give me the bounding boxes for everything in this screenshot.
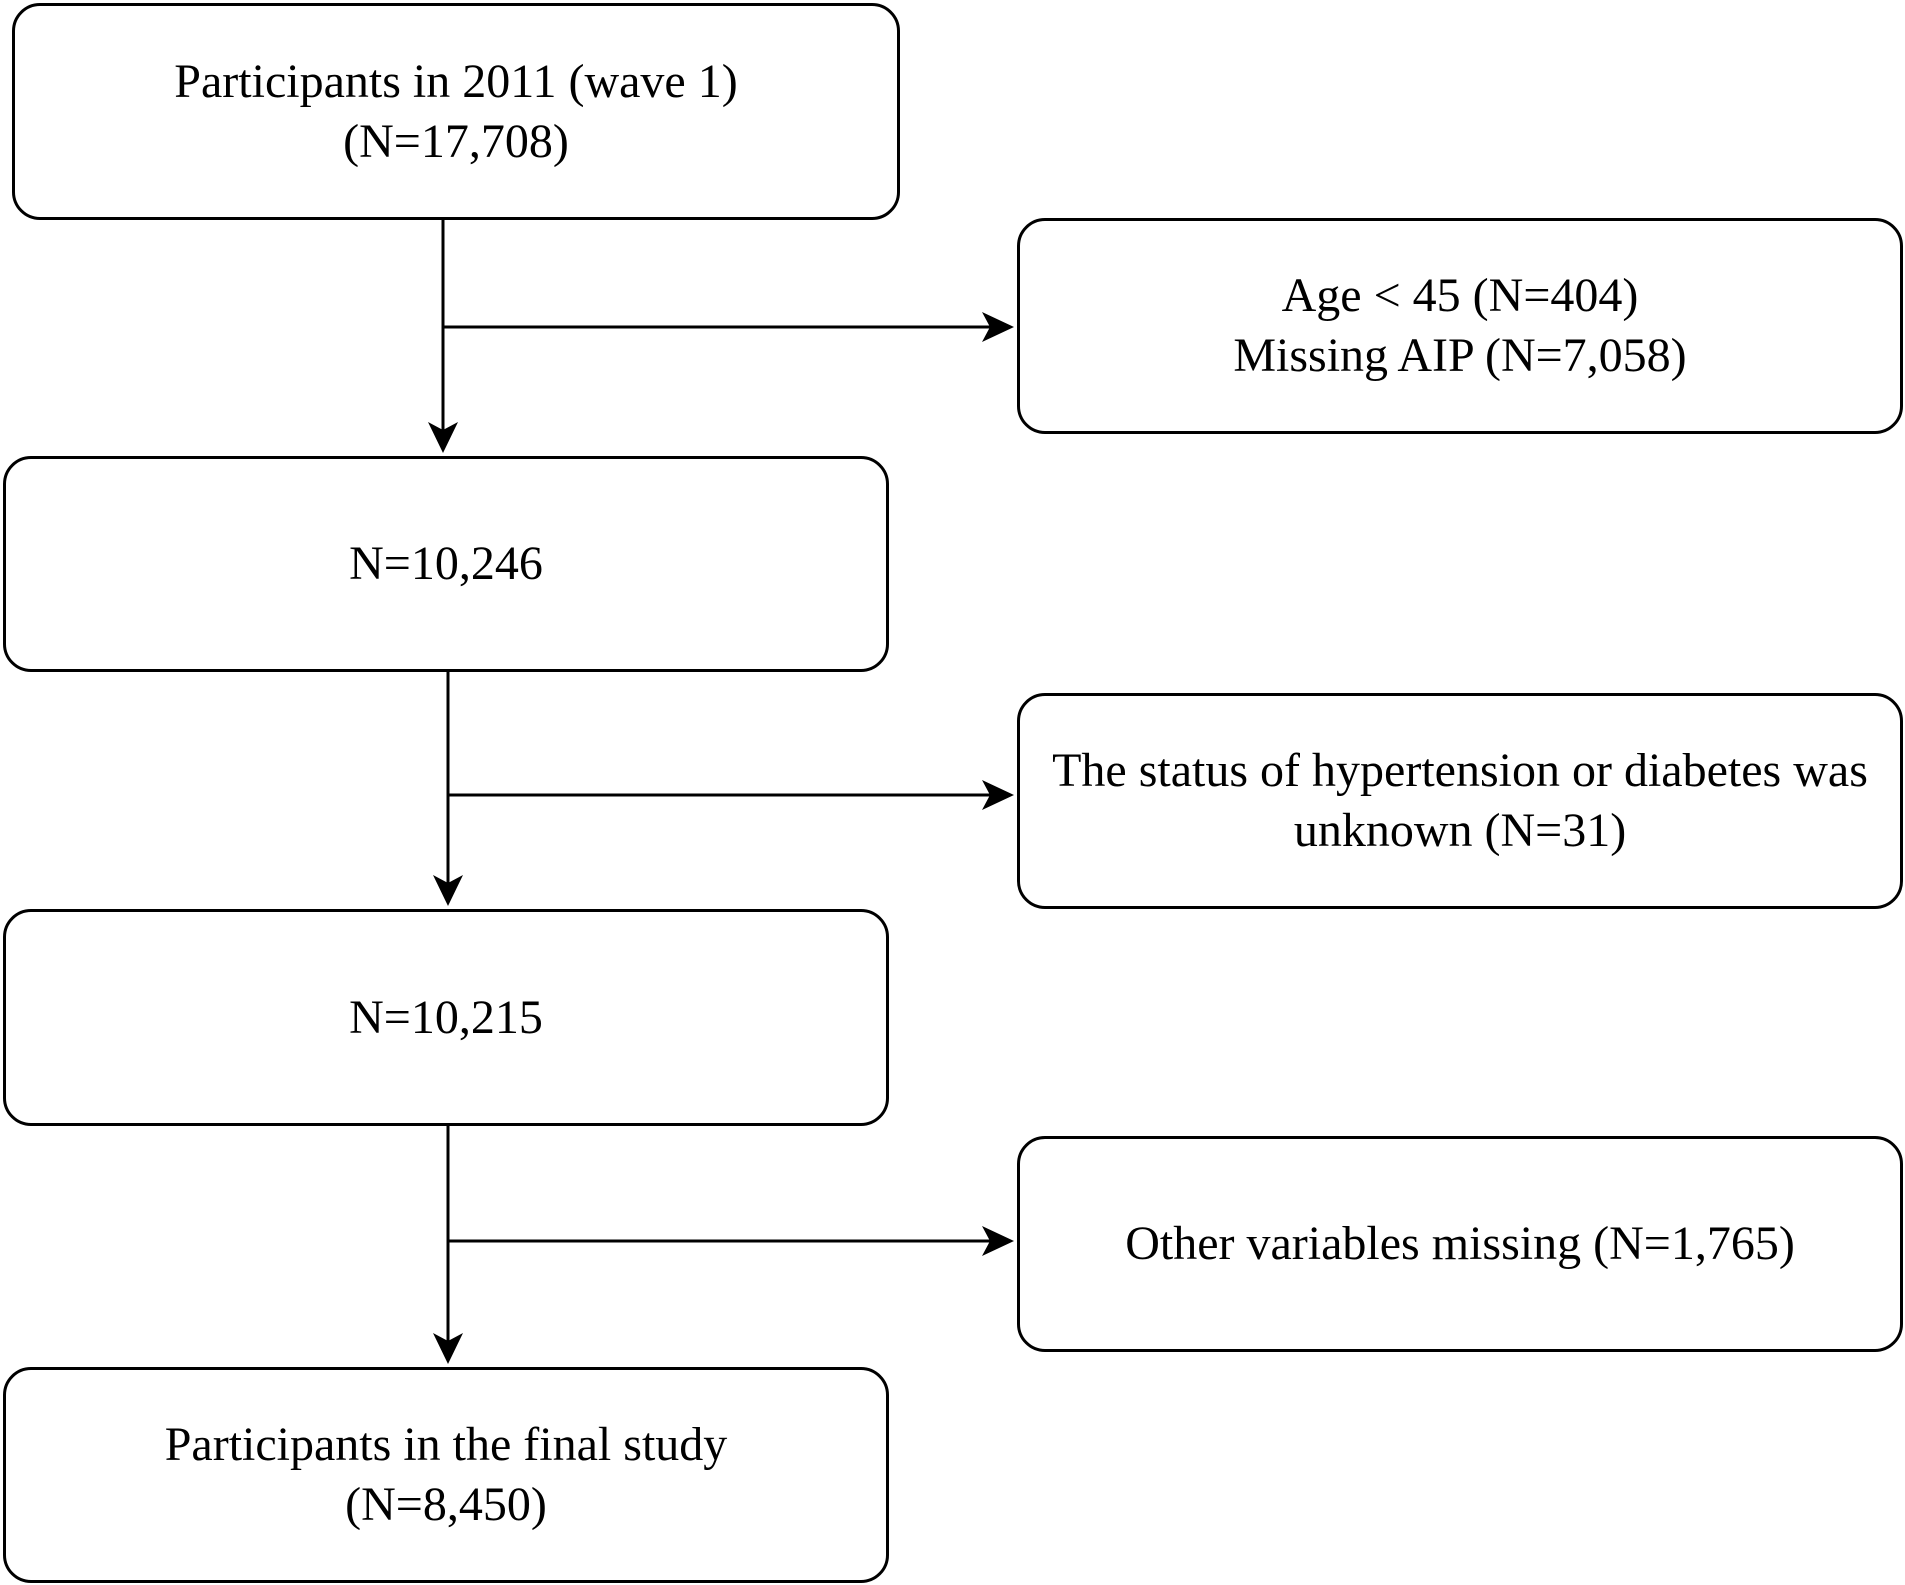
main-step-after-exclusion-1: N=10,246 [3, 456, 889, 672]
exclusion-3-line-1: Other variables missing (N=1,765) [1125, 1217, 1795, 1270]
main-step-4-line-2: (N=8,450) [345, 1478, 547, 1531]
main-step-participants-wave-1: Participants in 2011 (wave 1) (N=17,708) [12, 3, 900, 220]
main-step-1-line-2: (N=17,708) [343, 114, 569, 168]
main-step-2-line-1: N=10,246 [349, 537, 543, 590]
main-step-1-line-1: Participants in 2011 (wave 1) [174, 54, 738, 108]
exclusion-box-age-aip: Age < 45 (N=404) Missing AIP (N=7,058) [1017, 218, 1903, 434]
exclusion-1-line-1: Age < 45 (N=404) [1281, 269, 1639, 322]
arrowhead-main-3-to-4 [433, 1333, 463, 1364]
main-step-final-study: Participants in the final study (N=8,450… [3, 1367, 889, 1583]
main-step-4-line-1: Participants in the final study [164, 1418, 728, 1471]
arrowhead-exclusion-1 [982, 312, 1014, 342]
exclusion-2-line-2: unknown (N=31) [1293, 804, 1627, 857]
arrowhead-main-2-to-3 [433, 875, 463, 906]
main-step-3-line-1: N=10,215 [349, 990, 543, 1044]
exclusion-2-line-1: The status of hypertension or diabetes w… [1052, 744, 1868, 797]
exclusion-box-hypertension-diabetes: The status of hypertension or diabetes w… [1017, 693, 1903, 909]
exclusion-1-line-2: Missing AIP (N=7,058) [1233, 329, 1687, 382]
main-step-after-exclusion-2: N=10,215 [3, 909, 889, 1126]
arrowhead-main-1-to-2 [428, 422, 458, 453]
arrowhead-exclusion-2 [982, 780, 1014, 810]
exclusion-box-other-variables: Other variables missing (N=1,765) [1017, 1136, 1903, 1352]
arrowhead-exclusion-3 [982, 1226, 1014, 1256]
